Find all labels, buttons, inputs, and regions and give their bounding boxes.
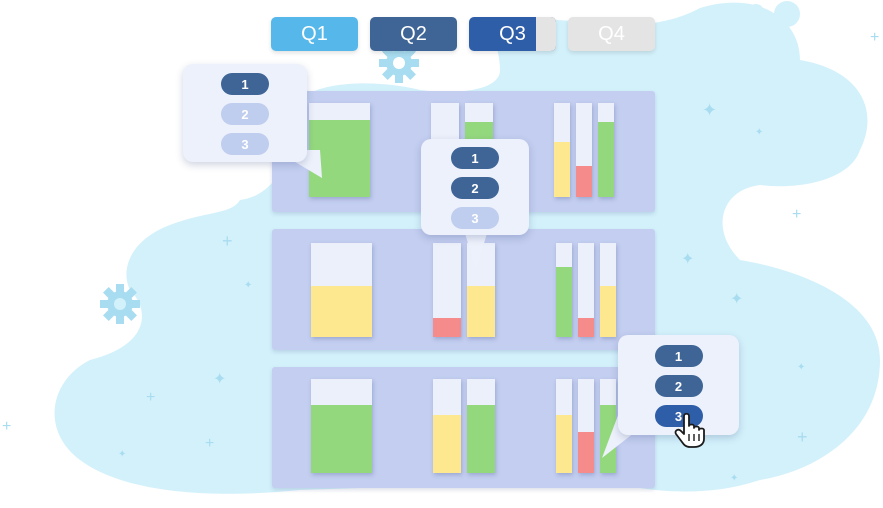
bar: [311, 379, 372, 473]
bar: [467, 243, 495, 337]
option-label: 3: [471, 210, 479, 226]
bar: [309, 103, 370, 197]
option-2[interactable]: 2: [451, 177, 499, 199]
sparkle-icon: ✦: [730, 473, 739, 484]
option-1[interactable]: 1: [451, 147, 499, 169]
tab-q2[interactable]: Q2: [370, 17, 457, 51]
hand-cursor-icon: [674, 412, 705, 448]
option-3[interactable]: 3: [654, 405, 703, 427]
bar: [556, 379, 572, 473]
option-label: 2: [471, 180, 479, 196]
bar-fill: [600, 286, 616, 337]
bar: [598, 103, 614, 197]
option-3[interactable]: 3: [221, 133, 269, 155]
bar: [433, 379, 461, 473]
bar-fill: [311, 405, 372, 473]
option-1[interactable]: 1: [221, 73, 269, 95]
bar-fill: [554, 142, 570, 197]
sparkle-icon: ✦: [681, 251, 695, 268]
bar: [578, 379, 594, 473]
sparkle-icon: ✦: [702, 100, 718, 120]
sparkle-icon: +: [792, 206, 802, 223]
option-label: 1: [471, 150, 479, 166]
bar-fill: [578, 431, 594, 473]
sparkle-icon: ✦: [797, 362, 806, 373]
sparkle-icon: ✦: [730, 291, 744, 308]
popup-tail: [464, 230, 488, 270]
sparkle-icon: ✦: [244, 280, 253, 291]
shelf-panel: [272, 91, 655, 212]
tab-q3[interactable]: Q3: [469, 17, 556, 51]
bar: [578, 243, 594, 337]
sparkle-icon: +: [222, 231, 233, 251]
bar-fill: [598, 121, 614, 197]
bar-fill: [311, 286, 372, 337]
tab-label: Q2: [400, 22, 427, 45]
option-label: 1: [241, 76, 249, 92]
bar-fill: [433, 318, 461, 337]
bar-fill: [433, 414, 461, 473]
bar: [554, 103, 570, 197]
option-2[interactable]: 2: [221, 103, 269, 125]
shelf-panel: [272, 367, 655, 488]
sparkle-icon: +: [797, 427, 808, 447]
shelf-panel: [272, 229, 655, 350]
tab-q1[interactable]: Q1: [271, 17, 358, 51]
tab-edge: [536, 17, 556, 51]
bar: [433, 243, 461, 337]
bar-fill: [576, 165, 592, 197]
tab-label: Q1: [301, 22, 328, 45]
dropdown-popup: 1 2 3: [421, 139, 529, 235]
bar: [311, 243, 372, 337]
option-3[interactable]: 3: [451, 207, 499, 229]
sparkle-icon: +: [2, 418, 12, 435]
option-label: 2: [241, 106, 249, 122]
option-label: 3: [241, 136, 249, 152]
bar-fill: [467, 286, 495, 337]
dropdown-popup: 1 2 3: [183, 64, 307, 162]
bar: [600, 243, 616, 337]
option-label: 1: [674, 348, 683, 364]
bar-fill: [556, 414, 572, 473]
bar-fill: [467, 405, 495, 473]
option-label: 3: [674, 408, 683, 424]
tab-label: Q3: [499, 22, 526, 45]
bar: [576, 103, 592, 197]
gear-icon: [100, 284, 140, 324]
option-label: 2: [674, 378, 683, 394]
option-1[interactable]: 1: [654, 345, 703, 367]
tab-q4[interactable]: Q4: [568, 17, 655, 51]
sparkle-icon: ✦: [213, 371, 227, 388]
bar: [556, 243, 572, 337]
sparkle-icon: +: [205, 435, 215, 452]
bar-fill: [556, 267, 572, 337]
sparkle-icon: +: [146, 389, 156, 406]
dropdown-popup: 1 2 3: [618, 335, 739, 435]
sparkle-icon: ✦: [755, 127, 764, 138]
sparkle-icon: ✦: [118, 449, 127, 460]
bar: [467, 379, 495, 473]
option-2[interactable]: 2: [654, 375, 703, 397]
sparkle-icon: +: [870, 29, 880, 46]
tab-label: Q4: [598, 22, 625, 45]
bar-fill: [578, 318, 594, 337]
